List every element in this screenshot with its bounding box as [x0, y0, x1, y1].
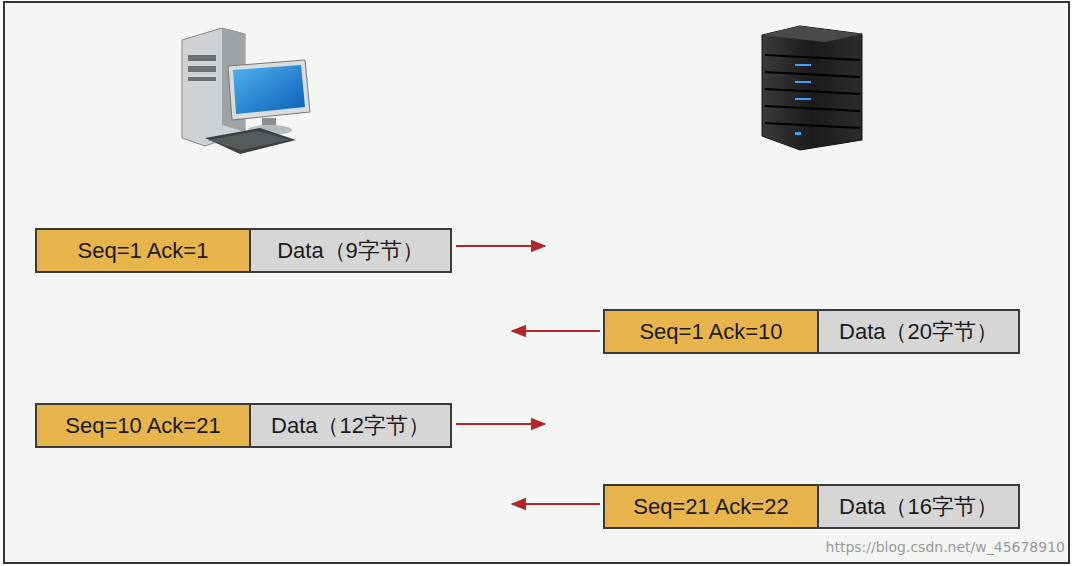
data-box: Data（9字节） [249, 228, 452, 273]
send-arrow [512, 503, 600, 505]
seq-ack-text: Seq=10 Ack=21 [65, 413, 220, 439]
server-icon [762, 26, 862, 150]
send-arrow [456, 245, 545, 247]
header-box: Seq=1 Ack=1 [35, 228, 251, 273]
frame [4, 2, 1069, 563]
data-text: Data（20字节） [839, 317, 998, 347]
data-box: Data（12字节） [249, 403, 452, 448]
seq-ack-text: Seq=1 Ack=1 [78, 238, 209, 264]
watermark: https://blog.csdn.net/w_45678910 [826, 539, 1065, 555]
send-arrow [456, 423, 545, 425]
header-box: Seq=10 Ack=21 [35, 403, 251, 448]
data-text: Data（12字节） [271, 411, 430, 441]
data-text: Data（9字节） [277, 236, 424, 266]
send-arrow [512, 330, 600, 332]
seq-ack-text: Seq=21 Ack=22 [633, 494, 788, 520]
seq-ack-text: Seq=1 Ack=10 [639, 319, 782, 345]
data-box: Data（16字节） [817, 484, 1020, 529]
data-text: Data（16字节） [839, 492, 998, 522]
computer-icon [182, 28, 310, 154]
header-box: Seq=21 Ack=22 [603, 484, 819, 529]
header-box: Seq=1 Ack=10 [603, 309, 819, 354]
data-box: Data（20字节） [817, 309, 1020, 354]
